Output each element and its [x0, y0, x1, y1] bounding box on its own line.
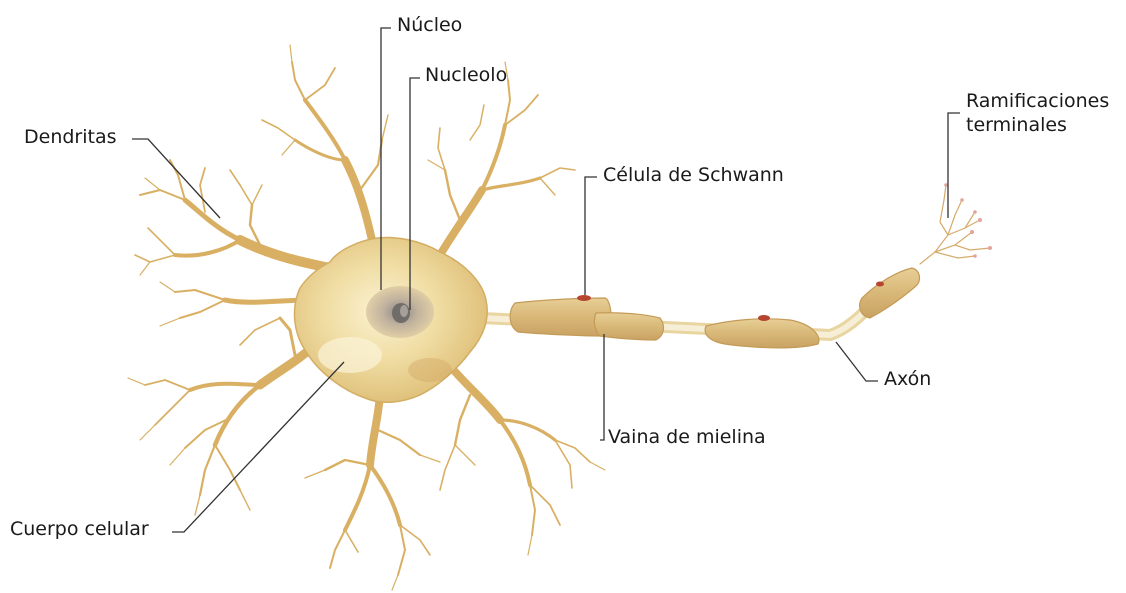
terminal-bouton: [988, 246, 992, 250]
terminal-bouton: [978, 218, 982, 222]
terminal-bouton: [973, 254, 977, 258]
leader-lines: [132, 28, 960, 532]
label-ramificaciones: Ramificaciones terminales: [966, 90, 1109, 138]
label-vaina: Vaina de mielina: [608, 426, 766, 450]
schwann-nucleus: [758, 315, 770, 321]
schwann-nucleus: [577, 295, 591, 301]
label-axon: Axón: [884, 368, 931, 392]
cell-body-shade: [408, 358, 452, 382]
terminal-bouton: [960, 198, 964, 202]
cell-body-highlight: [318, 337, 382, 373]
myelin-segment: [594, 313, 663, 340]
terminal-bouton: [973, 210, 977, 214]
label-ramificaciones-line1: Ramificaciones: [966, 90, 1109, 114]
leader-ramificaciones: [948, 113, 960, 218]
label-schwann: Célula de Schwann: [603, 164, 784, 188]
label-nucleo: Núcleo: [397, 14, 462, 38]
leader-axon: [836, 342, 878, 381]
terminal-bouton: [970, 230, 974, 234]
leader-schwann: [585, 177, 597, 295]
myelin-segment: [705, 319, 819, 348]
terminal-branches: [920, 185, 990, 264]
label-ramificaciones-line2: terminales: [966, 114, 1109, 138]
label-nucleolo: Nucleolo: [425, 64, 507, 88]
terminal-bouton: [944, 183, 948, 187]
schwann-nucleus: [876, 282, 884, 287]
label-cuerpo: Cuerpo celular: [10, 518, 149, 542]
label-dendritas: Dendritas: [24, 126, 117, 150]
myelin-segment: [860, 268, 920, 318]
nucleolus-highlight: [400, 305, 408, 317]
myelin-segments: [510, 268, 919, 348]
leader-vaina: [600, 334, 604, 440]
